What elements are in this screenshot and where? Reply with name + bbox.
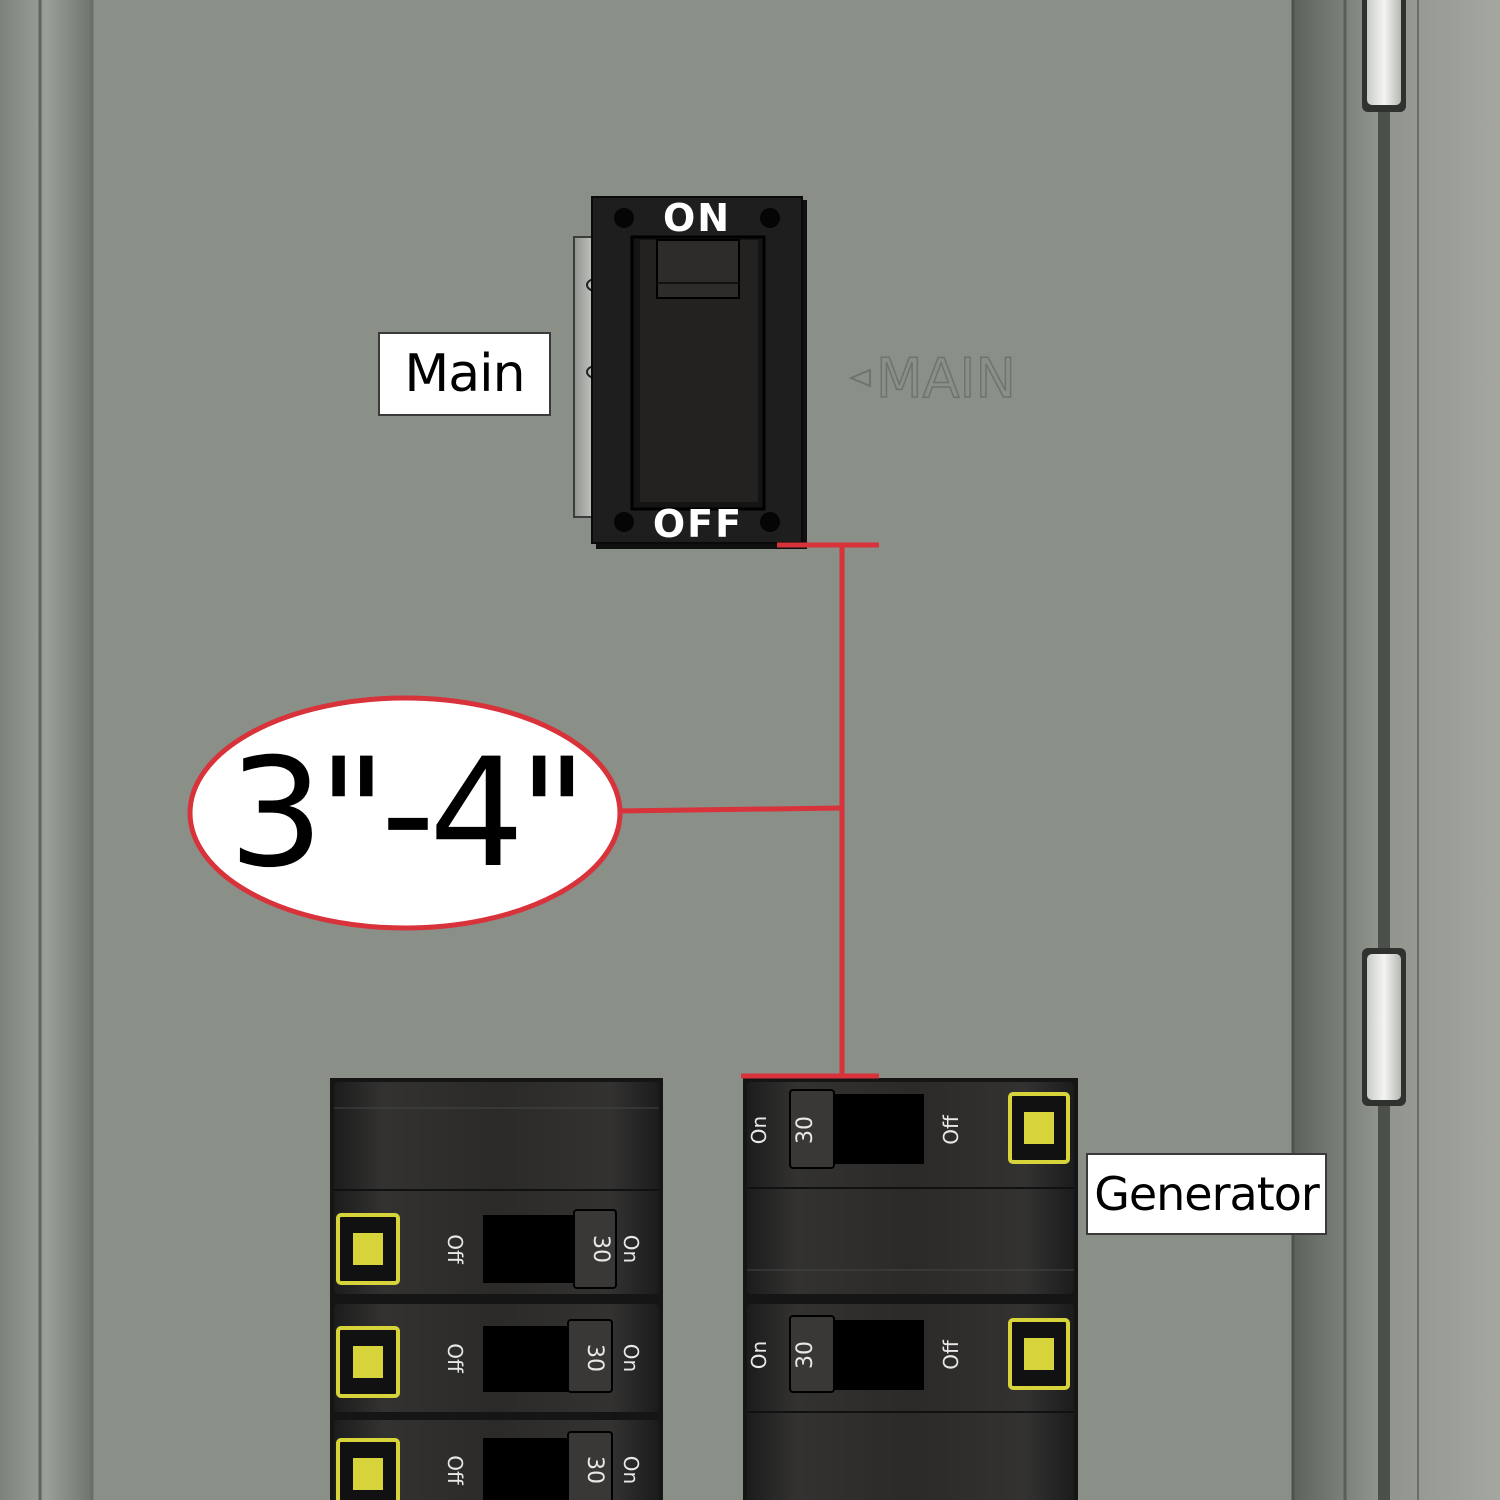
main-on-label: ON [663,196,731,240]
measurement-lines [617,542,879,1079]
breaker-on-label: On [747,1116,771,1144]
main-off-label: OFF [653,502,743,546]
breaker-amps-label: 30 [793,1341,818,1369]
breaker-left-2[interactable]: Off 30 On [336,1319,643,1398]
breaker-amps-label: 30 [793,1116,818,1144]
breaker-on-label: On [619,1456,643,1484]
measurement-bubble [187,695,623,931]
breaker-on-label: On [619,1235,643,1263]
breaker-left-1[interactable]: Off 30 On [336,1209,643,1289]
measurement-leader-line [617,805,843,814]
breaker-left-3[interactable]: Off 30 On [336,1431,643,1500]
screw-icon [760,208,780,228]
hinge-rod [1378,0,1390,1500]
main-breaker[interactable]: ON OFF [573,196,807,549]
breaker-right-2[interactable]: On 30 Off [747,1315,1070,1393]
breaker-toggle[interactable] [483,1438,578,1500]
breaker-column-left [330,1078,663,1500]
panel-left-frame [0,0,92,1500]
measurement-value: 3"-4" [228,727,588,901]
breaker-off-label: Off [939,1114,963,1145]
breaker-off-label: Off [443,1343,467,1374]
breaker-amps-label: 30 [588,1235,613,1263]
breaker-off-label: Off [443,1234,467,1265]
breaker-toggle[interactable] [483,1326,578,1392]
breaker-toggle[interactable] [830,1094,924,1164]
breaker-toggle[interactable] [483,1215,578,1283]
main-breaker-label: Main [378,332,551,416]
main-panel-marking: MAIN [876,347,1016,410]
breaker-on-label: On [619,1344,643,1372]
triangle-pointer-icon [848,368,871,388]
breaker-on-label: On [747,1341,771,1369]
main-breaker-handle[interactable] [656,239,740,299]
breaker-amps-label: 30 [582,1456,607,1484]
breaker-column-right [743,1078,1078,1500]
panel-right-frame [1293,0,1500,1500]
hinge-top [1362,0,1406,112]
screw-icon [614,208,634,228]
breaker-off-label: Off [939,1339,963,1370]
hinge-bottom [1362,948,1406,1106]
generator-breaker-label: Generator [1086,1153,1327,1235]
generator-breaker[interactable]: On 30 Off [747,1089,1070,1169]
breaker-amps-label: 30 [582,1344,607,1372]
breaker-toggle[interactable] [830,1320,924,1390]
breaker-off-label: Off [443,1455,467,1486]
screw-icon [760,512,780,532]
screw-icon [614,512,634,532]
